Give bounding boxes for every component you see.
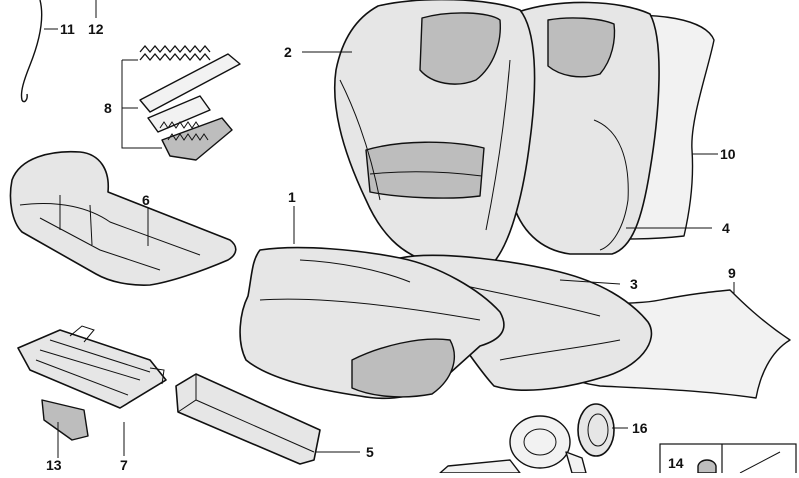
part-7-seat-adjuster <box>17 325 167 409</box>
part-14-box <box>659 443 797 478</box>
callout-10: 10 <box>720 146 736 162</box>
callout-2: 2 <box>284 44 292 60</box>
part-2-backrest <box>333 0 536 263</box>
part-11-wire <box>20 0 43 103</box>
leader-lines <box>44 0 735 458</box>
callout-9: 9 <box>728 265 736 281</box>
part-13-bracket <box>41 399 89 441</box>
part-6-side-frame <box>9 150 237 286</box>
callout-3: 3 <box>630 276 638 292</box>
callout-8: 8 <box>104 100 112 116</box>
callout-12: 12 <box>88 21 104 37</box>
callout-5: 5 <box>366 444 374 460</box>
callout-14: 14 <box>668 455 684 471</box>
part-16-disc <box>577 403 615 457</box>
callout-1: 1 <box>288 189 296 205</box>
callout-11: 11 <box>60 21 75 37</box>
part-wrench-tool <box>439 415 587 474</box>
callout-4: 4 <box>722 220 730 236</box>
part-5-foam-block <box>175 373 321 465</box>
callout-16: 16 <box>632 420 648 436</box>
part-1-seat-cushion <box>239 246 505 400</box>
part-8-spring-and-plates <box>139 44 241 161</box>
callout-6: 6 <box>142 192 150 208</box>
callout-7: 7 <box>120 457 128 473</box>
callout-13: 13 <box>46 457 62 473</box>
